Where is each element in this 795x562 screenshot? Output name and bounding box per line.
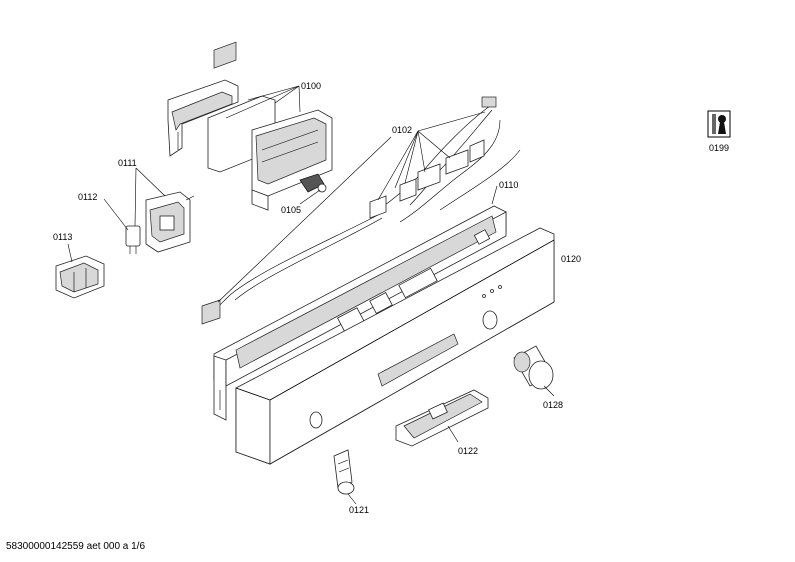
document-reference: 58300000142559 aet 000 a 1/6 (6, 541, 146, 552)
part-0112-capacitor[interactable] (125, 225, 141, 254)
label-0122: 0122 (458, 446, 478, 456)
part-0113-terminal-block[interactable] (55, 255, 105, 299)
part-0111-relay[interactable] (145, 191, 195, 253)
label-0199: 0199 (709, 143, 729, 153)
label-0112: 0112 (78, 192, 97, 202)
part-0100-module[interactable] (167, 41, 333, 211)
label-0111: 0111 (118, 158, 137, 168)
label-0121: 0121 (349, 505, 369, 515)
part-0110-inner-frame[interactable] (213, 205, 507, 421)
label-0100: 0100 (301, 81, 321, 91)
label-0120: 0120 (561, 254, 581, 264)
label-0105: 0105 (281, 205, 301, 215)
label-0113: 0113 (53, 232, 72, 242)
part-0128-knob[interactable] (513, 345, 554, 390)
part-0102-harness[interactable] (201, 96, 521, 325)
label-0102: 0102 (392, 125, 412, 135)
service-tool-icon[interactable] (707, 110, 731, 138)
label-0110: 0110 (499, 180, 518, 190)
part-0121-switch[interactable] (333, 449, 355, 495)
label-0128: 0128 (543, 400, 563, 410)
part-0120-front-panel[interactable] (235, 227, 555, 465)
part-0122-handle[interactable] (395, 389, 489, 447)
